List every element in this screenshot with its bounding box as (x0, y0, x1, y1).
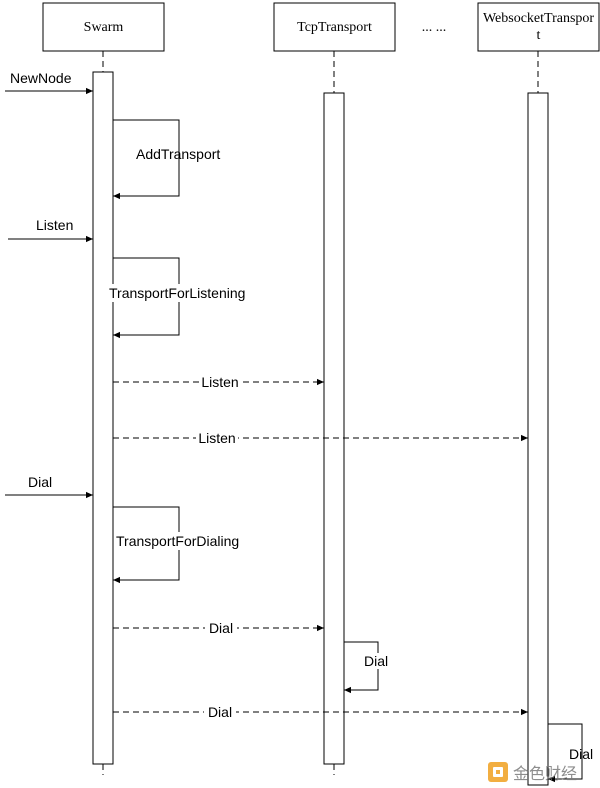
message-listen-tcp-label: Listen (201, 374, 238, 390)
participant-ellipsis: ... ... (422, 20, 447, 35)
participant-swarm: Swarm (42, 2, 165, 52)
activation-tcptransport (323, 92, 345, 765)
participant-websocket-label-line2: t (537, 28, 541, 43)
participant-tcptransport: TcpTransport (273, 2, 396, 52)
watermark: 金色财经 (488, 762, 577, 783)
activation-websocket (527, 92, 549, 786)
message-dial-ws-label: Dial (208, 704, 232, 720)
participant-websockettransport: WebsocketTranspor t (477, 2, 600, 52)
message-dial-ws-self-arrow (548, 723, 583, 783)
participant-websocket-label-line1: WebsocketTranspor (483, 11, 594, 26)
watermark-text: 金色财经 (513, 764, 577, 783)
watermark-logo-icon (488, 762, 508, 782)
label-bg (204, 704, 236, 720)
message-dial-tcp-label: Dial (209, 620, 233, 636)
participant-swarm-label: Swarm (84, 20, 124, 35)
label-bg (196, 430, 238, 446)
message-listen-ws-label: Listen (198, 430, 235, 446)
label-bg (200, 374, 242, 390)
message-addtransport-arrow (113, 119, 180, 200)
message-dial-tcp-self-label: Dial (364, 653, 388, 669)
label-bg (114, 532, 242, 550)
message-listen-in-label: Listen (36, 217, 73, 233)
participant-tcptransport-label: TcpTransport (297, 20, 372, 35)
label-bg (205, 620, 237, 636)
message-dial-in-label: Dial (28, 474, 52, 490)
message-newnode-label: NewNode (10, 70, 72, 86)
label-bg (108, 284, 248, 302)
activation-swarm (92, 71, 114, 765)
message-dial-ws-self-label: Dial (569, 746, 593, 762)
message-transportforlistening-label: TransportForListening (109, 285, 245, 301)
label-bg (362, 653, 390, 669)
message-addtransport-label: AddTransport (136, 146, 220, 162)
message-transportfordialing-label: TransportForDialing (116, 533, 239, 549)
